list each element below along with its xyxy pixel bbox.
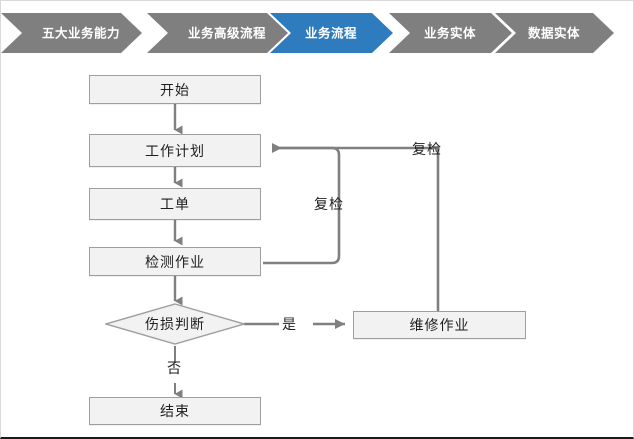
flow-node-start[interactable]: 开始: [89, 75, 261, 104]
flow-node-order[interactable]: 工单: [89, 188, 261, 220]
breadcrumb-step-2-label: 业务高级流程: [188, 26, 266, 41]
breadcrumb-step-2[interactable]: 业务高级流程: [147, 13, 288, 53]
breadcrumb-step-1[interactable]: 五大业务能力: [1, 13, 142, 53]
chevron-shape-3-active: [270, 13, 393, 53]
flow-node-decide[interactable]: 伤损判断: [105, 303, 245, 345]
chevron-shape-1: [1, 13, 142, 53]
flow-node-inspect[interactable]: 检测作业: [89, 247, 261, 276]
breadcrumb-step-1-label: 五大业务能力: [42, 26, 120, 41]
edge-label-recheck-top: 复检: [412, 142, 442, 158]
flow-node-end-label: 结束: [160, 404, 190, 420]
breadcrumb-step-4-label: 业务实体: [424, 26, 476, 41]
flow-node-order-label: 工单: [160, 197, 190, 213]
edge-recheck-top: [273, 146, 440, 311]
edge-label-yes: 是: [282, 317, 297, 333]
flow-node-plan[interactable]: 工作计划: [89, 134, 261, 167]
chevron-shape-4: [389, 13, 512, 53]
breadcrumb-step-3[interactable]: 业务流程: [270, 13, 393, 53]
breadcrumb-step-5-label: 数据实体: [527, 26, 580, 41]
breadcrumb: 五大业务能力 业务高级流程 业务流程 业务实体 数据实体: [1, 13, 633, 53]
edge-label-recheck-inner: 复检: [314, 197, 344, 213]
flow-node-start-label: 开始: [160, 82, 190, 99]
chevron-shape-5: [495, 13, 614, 53]
flow-node-inspect-label: 检测作业: [145, 254, 205, 271]
flow-node-end[interactable]: 结束: [89, 397, 261, 425]
flow-node-repair[interactable]: 维修作业: [353, 311, 526, 339]
flow-node-decide-label: 伤损判断: [145, 317, 205, 333]
diamond-shape: [105, 303, 245, 345]
flow-node-plan-label: 工作计划: [145, 143, 205, 160]
breadcrumb-step-5[interactable]: 数据实体: [495, 13, 614, 53]
breadcrumb-step-4[interactable]: 业务实体: [389, 13, 512, 53]
flow-node-repair-label: 维修作业: [409, 318, 470, 334]
chevron-shape-2: [147, 13, 288, 53]
edge-label-no: 否: [167, 361, 182, 377]
breadcrumb-step-3-label: 业务流程: [305, 26, 357, 41]
